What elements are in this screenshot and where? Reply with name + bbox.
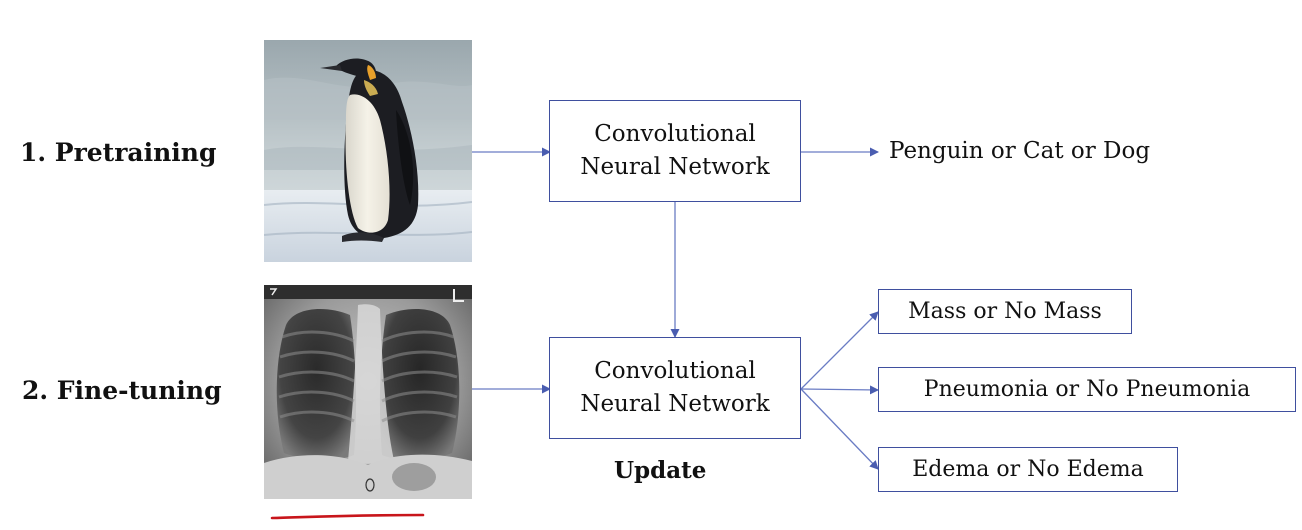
cnn-box-finetuning-line2: Neural Network bbox=[580, 391, 770, 417]
penguin-photo bbox=[264, 40, 472, 262]
output-box-edema-label: Edema or No Edema bbox=[912, 457, 1144, 482]
cnn-box-finetuning: Convolutional Neural Network bbox=[549, 337, 801, 439]
update-label: Update bbox=[614, 457, 707, 484]
chest-xray bbox=[264, 285, 472, 499]
cnn-box-finetuning-line1: Convolutional bbox=[594, 358, 756, 384]
output-box-mass-label: Mass or No Mass bbox=[908, 299, 1102, 324]
arrow-to-edema-output bbox=[800, 388, 879, 470]
pretrain-output-label: Penguin or Cat or Dog bbox=[889, 138, 1151, 164]
cnn-box-pretraining-line1: Convolutional bbox=[594, 121, 756, 147]
output-box-pneumonia: Pneumonia or No Pneumonia bbox=[878, 367, 1296, 412]
arrow-to-pneumonia-output bbox=[800, 385, 879, 395]
output-box-edema: Edema or No Edema bbox=[878, 447, 1178, 492]
finetuning-label: 2. Fine-tuning bbox=[22, 376, 222, 405]
output-box-pneumonia-label: Pneumonia or No Pneumonia bbox=[923, 377, 1251, 402]
red-annotation-stroke bbox=[270, 513, 425, 520]
cnn-box-pretraining: Convolutional Neural Network bbox=[549, 100, 801, 202]
arrow-to-mass-output bbox=[800, 311, 879, 390]
output-box-mass: Mass or No Mass bbox=[878, 289, 1132, 334]
cnn-box-pretraining-line2: Neural Network bbox=[580, 154, 770, 180]
pretraining-label: 1. Pretraining bbox=[20, 138, 217, 167]
